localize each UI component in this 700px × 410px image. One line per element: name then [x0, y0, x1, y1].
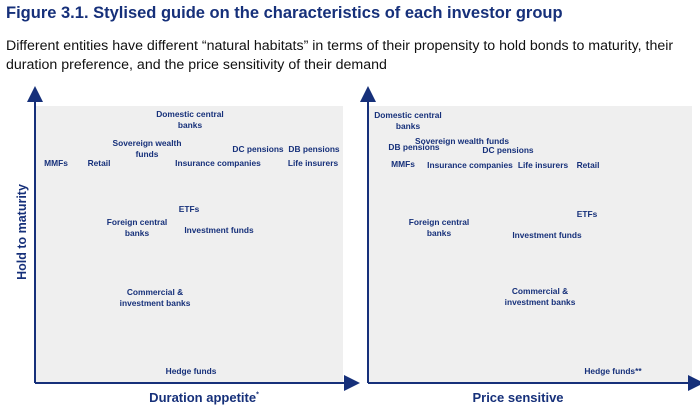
right-label-sovereign-wealth-funds: Sovereign wealth funds — [414, 136, 510, 146]
left-label-foreign-central-banks: Foreign central banks — [106, 217, 168, 238]
right-label-commercial-investment-banks: Commercial & investment banks — [504, 286, 576, 307]
right-label-hedge-funds: Hedge funds** — [584, 366, 642, 376]
left-label-commercial-investment-banks: Commercial & investment banks — [119, 287, 191, 308]
right-label-db-pensions: DB pensions — [388, 142, 440, 152]
figure-title: Figure 3.1. Stylised guide on the charac… — [6, 4, 563, 22]
left-label-domestic-central-banks: Domestic central banks — [156, 109, 224, 130]
left-label-db-pensions: DB pensions — [288, 144, 340, 154]
right-panel-background — [368, 106, 692, 382]
left-label-investment-funds: Investment funds — [184, 225, 254, 235]
left-x-axis-label: Duration appetite* — [149, 390, 259, 405]
right-label-etfs: ETFs — [576, 209, 598, 219]
left-label-life-insurers: Life insurers — [287, 158, 339, 168]
right-label-domestic-central-banks: Domestic central banks — [374, 110, 442, 131]
right-label-retail: Retail — [576, 160, 600, 170]
right-label-life-insurers: Life insurers — [517, 160, 569, 170]
left-label-hedge-funds: Hedge funds — [165, 366, 217, 376]
left-panel-background — [35, 106, 343, 382]
x-axis-footnote-mark: * — [256, 391, 259, 399]
left-label-dc-pensions: DC pensions — [232, 144, 284, 154]
right-x-axis-label: Price sensitive — [472, 390, 564, 405]
right-label-investment-funds: Investment funds — [512, 230, 582, 240]
left-y-axis-label: Hold to maturity — [15, 184, 29, 280]
right-label-foreign-central-banks: Foreign central banks — [408, 217, 470, 238]
figure-subtitle: Different entities have different “natur… — [6, 38, 674, 73]
left-label-mmfs: MMFs — [44, 158, 68, 168]
right-label-mmfs: MMFs — [391, 159, 415, 169]
left-label-sovereign-wealth-funds: Sovereign wealth funds — [112, 138, 182, 159]
right-label-insurance-companies: Insurance companies — [427, 160, 513, 170]
left-label-etfs: ETFs — [178, 204, 200, 214]
left-label-retail: Retail — [87, 158, 111, 168]
left-label-insurance-companies: Insurance companies — [175, 158, 261, 168]
right-label-dc-pensions: DC pensions — [482, 145, 534, 155]
